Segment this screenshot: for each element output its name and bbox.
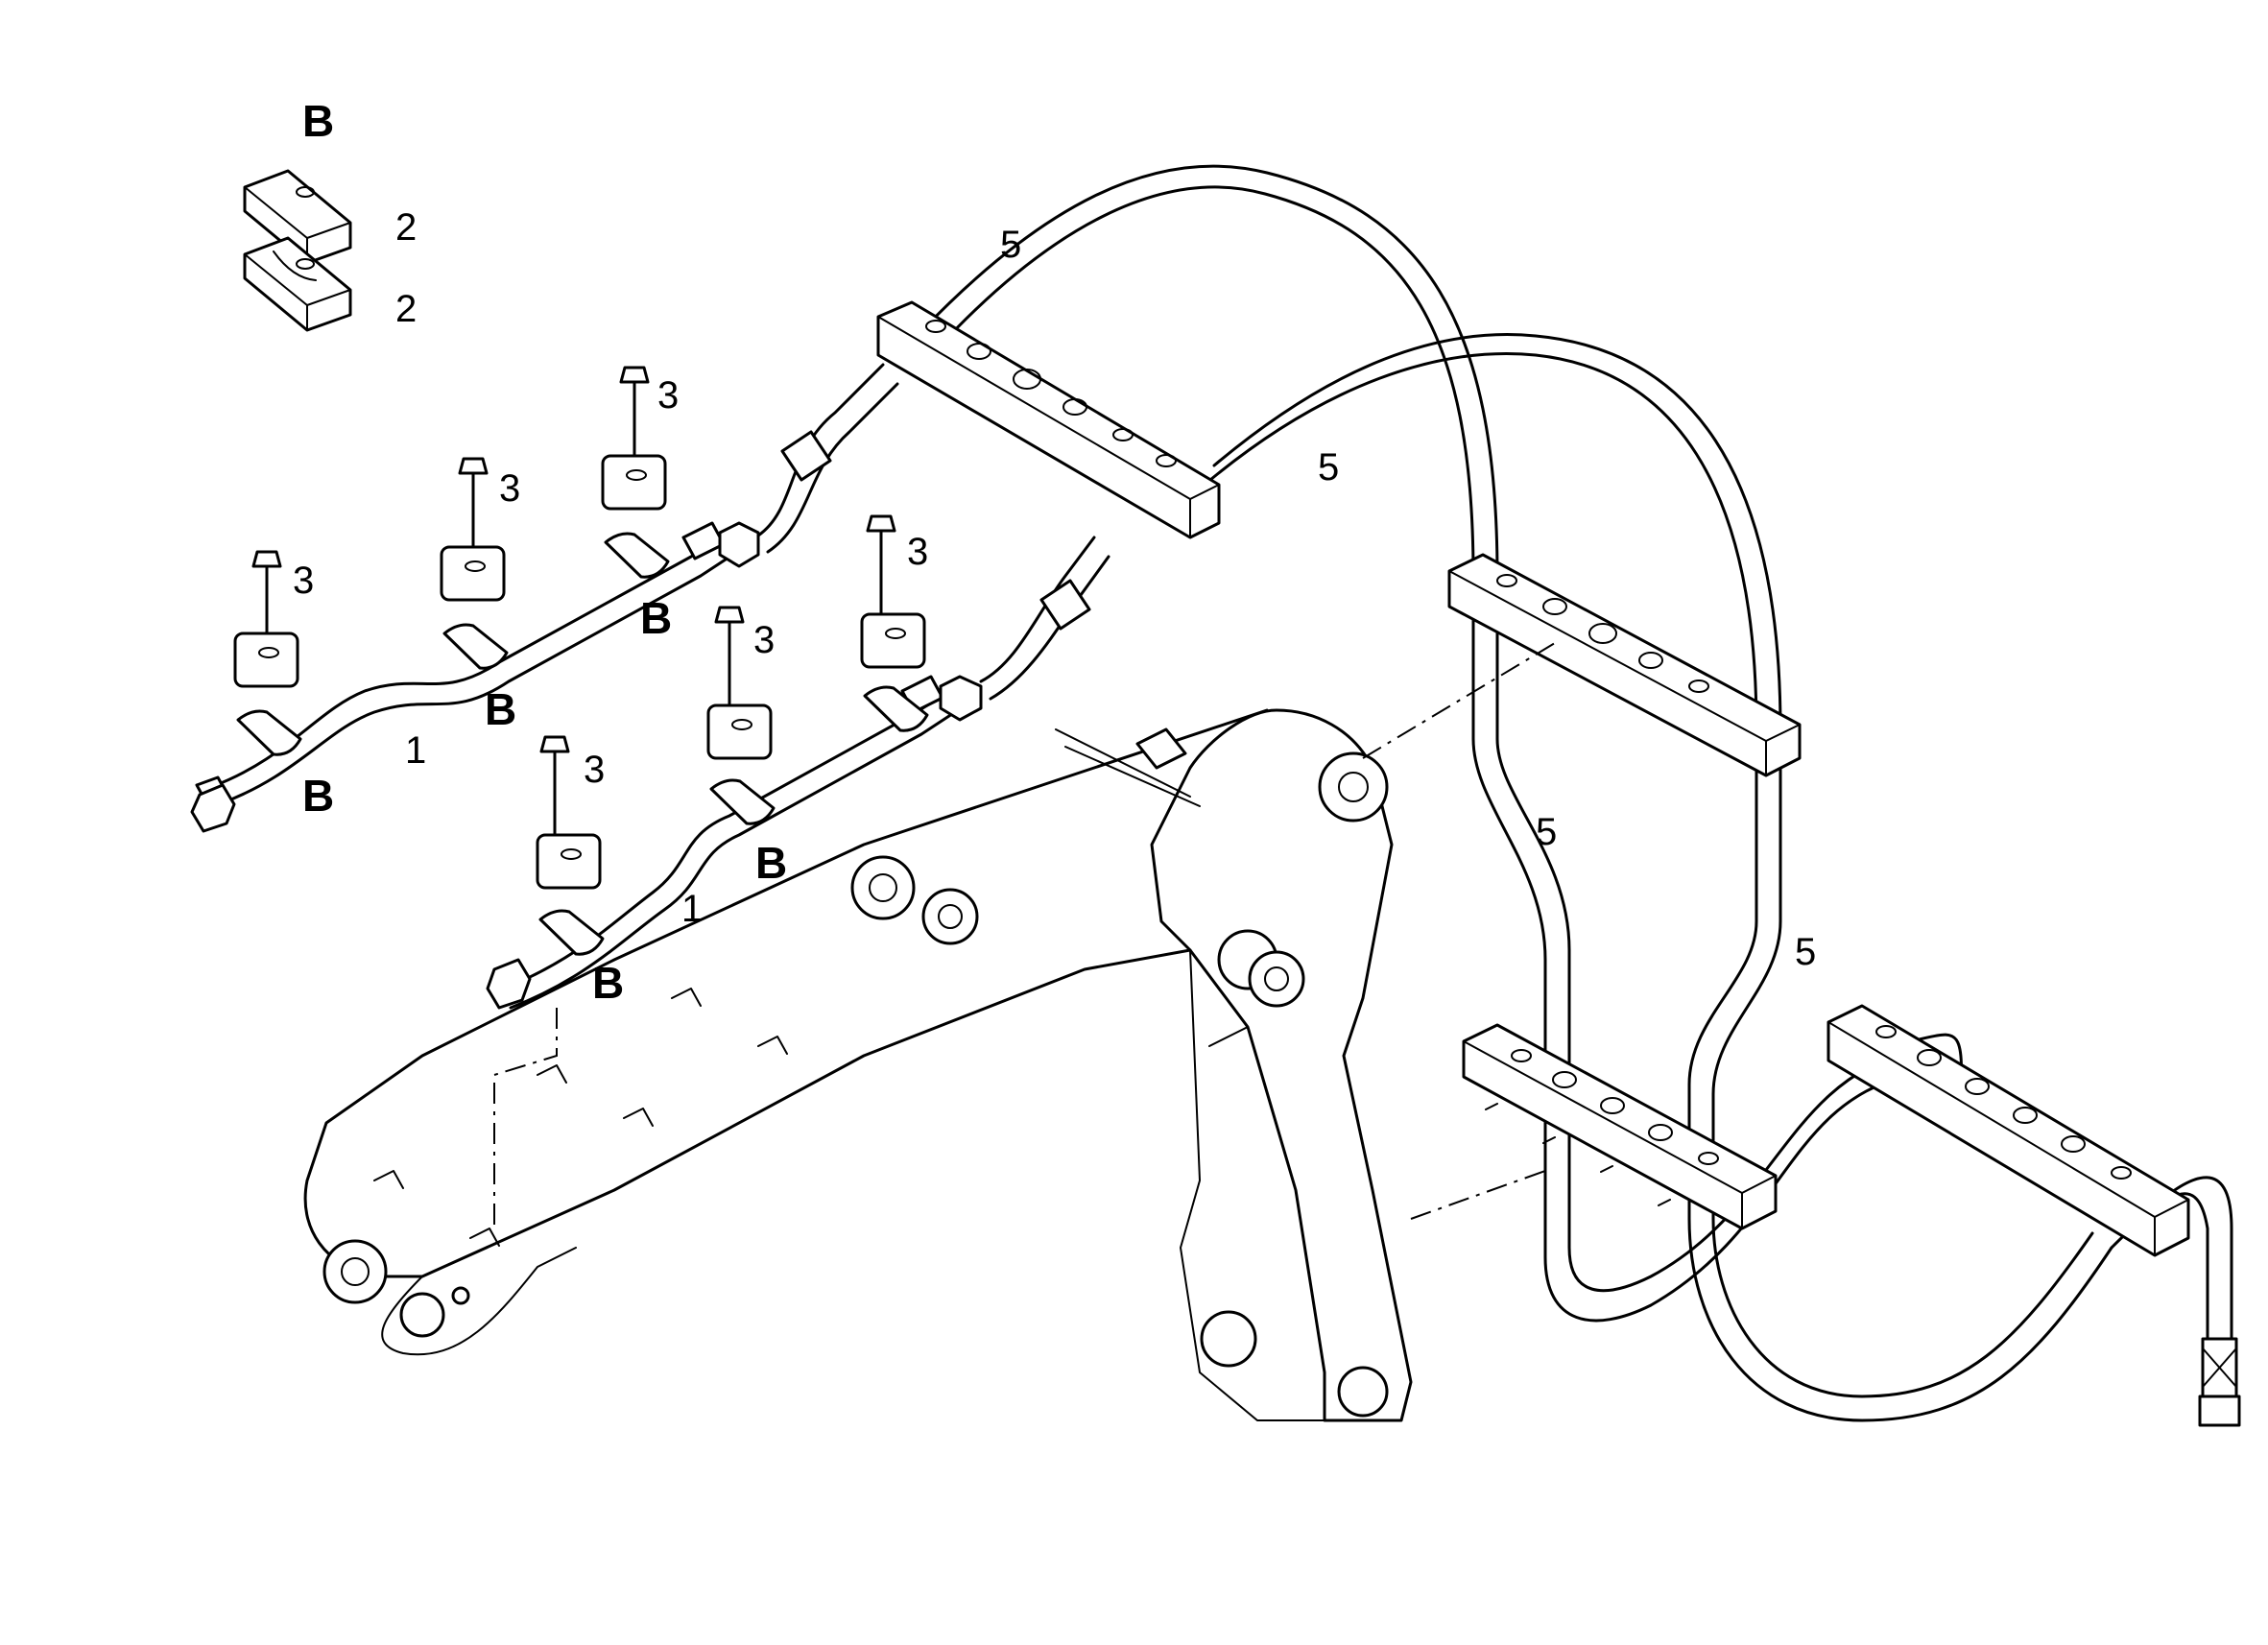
- hose-clamp-block-middle: [1447, 553, 1802, 777]
- label-clamp-b-3: B: [640, 593, 672, 643]
- label-pipe-upper: 1: [405, 729, 426, 772]
- label-hose-top: 5: [1000, 224, 1021, 266]
- boom-structure: [303, 708, 1413, 1422]
- label-pipe-lower: 1: [681, 888, 703, 930]
- label-bolt-a: 3: [293, 560, 314, 602]
- hose-clamp-block-right: [1826, 1004, 2190, 1257]
- clamp-1: [233, 550, 302, 756]
- label-hose-upper: 5: [1318, 446, 1339, 489]
- label-clamp-b-2: B: [485, 684, 516, 734]
- label-hose-vertical-left: 5: [1536, 811, 1557, 853]
- clamp-2: [440, 457, 509, 670]
- clamp-4: [536, 735, 605, 956]
- detail-b-clamp-halves: [243, 169, 352, 332]
- pipe-1-lower: [486, 536, 1110, 1010]
- label-hose-vertical-right: 5: [1795, 931, 1816, 973]
- hose-clamp-block-top: [876, 300, 1221, 539]
- clamp-6: [860, 514, 929, 732]
- pipe-clamp-assemblies: [233, 366, 929, 956]
- label-clamp-half-bottom: 2: [395, 288, 417, 330]
- label-clamp-b-1: B: [302, 771, 334, 821]
- hose-clamp-block-lower: [1462, 1023, 1778, 1230]
- label-bolt-c: 3: [657, 374, 679, 417]
- clamp-3: [601, 366, 670, 579]
- label-clamp-half-top: 2: [395, 206, 417, 249]
- label-bolt-f: 3: [907, 531, 928, 573]
- label-clamp-b-5: B: [592, 958, 624, 1008]
- label-bolt-e: 3: [753, 619, 775, 661]
- hose-5-group: [919, 164, 2241, 1427]
- label-clamp-b-4: B: [755, 838, 787, 888]
- clamp-5: [706, 606, 776, 825]
- assembly-reference-lines: [493, 642, 1556, 1228]
- callout-labels: B 2 2 3 3 3 3 3 3 1 1 5 5 5 5 B B B B B: [293, 96, 1816, 1008]
- label-bolt-b: 3: [499, 467, 520, 510]
- label-bolt-d: 3: [584, 749, 605, 791]
- detail-b-title: B: [302, 96, 334, 146]
